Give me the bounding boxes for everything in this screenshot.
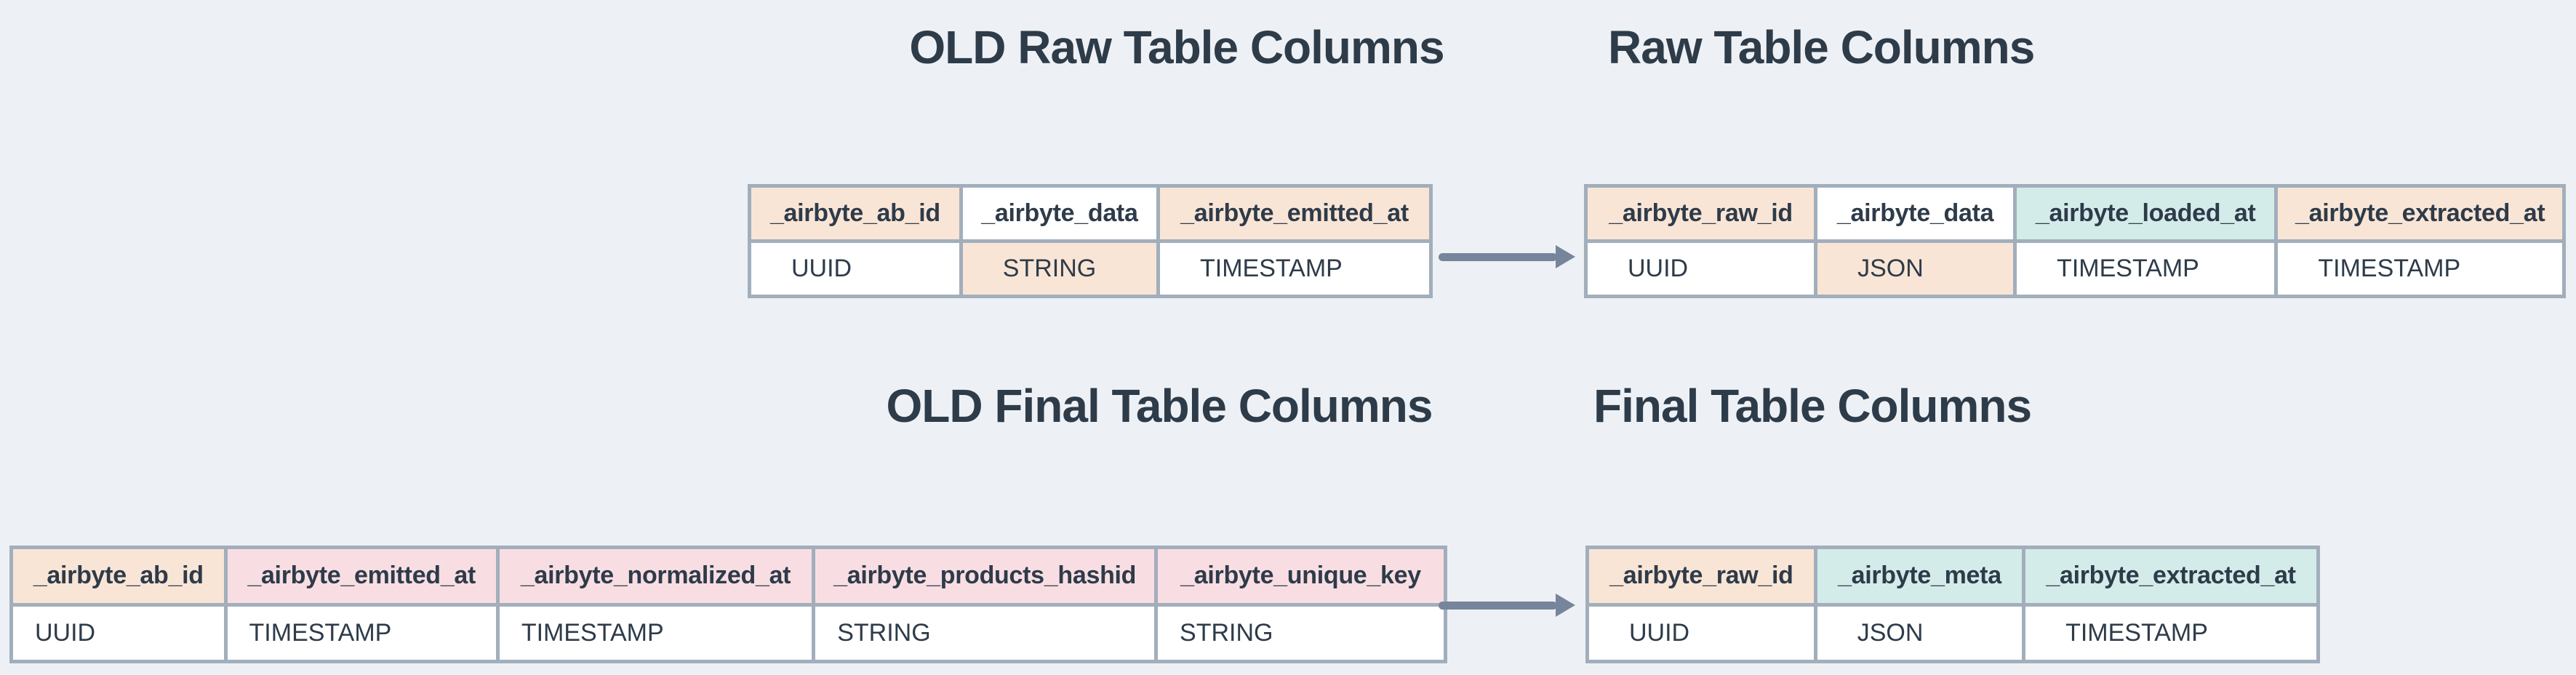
column-header-_airbyte_normalized_at: _airbyte_normalized_at — [499, 549, 812, 603]
column-type-_airbyte_raw_id: UUID — [1588, 243, 1815, 295]
column-type-_airbyte_raw_id: UUID — [1589, 606, 1814, 660]
arrow-right-icon-raw — [1439, 241, 1575, 273]
old-raw-table-title: OLD Raw Table Columns — [909, 21, 1444, 73]
column-type-_airbyte_extracted_at: TIMESTAMP — [2278, 243, 2562, 295]
arrow-head — [1556, 245, 1575, 268]
column-header-_airbyte_unique_key: _airbyte_unique_key — [1158, 549, 1444, 603]
column-header-_airbyte_emitted_at: _airbyte_emitted_at — [227, 549, 496, 603]
final-table-title: Final Table Columns — [1593, 380, 2032, 432]
arrow-shaft — [1439, 252, 1557, 261]
column-type-_airbyte_unique_key: STRING — [1158, 606, 1444, 660]
column-type-_airbyte_extracted_at: TIMESTAMP — [2025, 606, 2316, 660]
column-header-_airbyte_meta: _airbyte_meta — [1817, 549, 2023, 603]
column-header-_airbyte_raw_id: _airbyte_raw_id — [1588, 188, 1815, 239]
raw-table-title: Raw Table Columns — [1608, 21, 2035, 73]
column-type-_airbyte_ab_id: UUID — [13, 606, 224, 660]
column-header-_airbyte_ab_id: _airbyte_ab_id — [13, 549, 224, 603]
column-header-_airbyte_loaded_at: _airbyte_loaded_at — [2017, 188, 2275, 239]
raw-table: _airbyte_raw_id_airbyte_data_airbyte_loa… — [1584, 184, 2566, 298]
column-type-_airbyte_emitted_at: TIMESTAMP — [1160, 243, 1429, 295]
column-type-_airbyte_data: STRING — [962, 243, 1157, 295]
column-header-_airbyte_products_hashid: _airbyte_products_hashid — [815, 549, 1155, 603]
arrow-right-icon-final — [1439, 589, 1575, 621]
old-final-table-title: OLD Final Table Columns — [886, 380, 1433, 432]
column-type-_airbyte_meta: JSON — [1817, 606, 2023, 660]
old-raw-table: _airbyte_ab_id_airbyte_data_airbyte_emit… — [748, 184, 1433, 298]
column-header-_airbyte_extracted_at: _airbyte_extracted_at — [2025, 549, 2316, 603]
column-header-_airbyte_raw_id: _airbyte_raw_id — [1589, 549, 1814, 603]
column-header-_airbyte_extracted_at: _airbyte_extracted_at — [2278, 188, 2562, 239]
column-type-_airbyte_ab_id: UUID — [751, 243, 959, 295]
column-header-_airbyte_data: _airbyte_data — [1817, 188, 2014, 239]
column-type-_airbyte_normalized_at: TIMESTAMP — [499, 606, 812, 660]
column-header-_airbyte_emitted_at: _airbyte_emitted_at — [1160, 188, 1429, 239]
old-final-table: _airbyte_ab_id_airbyte_emitted_at_airbyt… — [9, 546, 1447, 663]
final-table: _airbyte_raw_id_airbyte_meta_airbyte_ext… — [1585, 546, 2320, 663]
arrow-shaft — [1439, 601, 1557, 610]
column-type-_airbyte_data: JSON — [1817, 243, 2014, 295]
column-header-_airbyte_data: _airbyte_data — [962, 188, 1157, 239]
column-type-_airbyte_loaded_at: TIMESTAMP — [2017, 243, 2275, 295]
arrow-head — [1556, 594, 1575, 617]
column-type-_airbyte_emitted_at: TIMESTAMP — [227, 606, 496, 660]
column-type-_airbyte_products_hashid: STRING — [815, 606, 1155, 660]
column-header-_airbyte_ab_id: _airbyte_ab_id — [751, 188, 959, 239]
